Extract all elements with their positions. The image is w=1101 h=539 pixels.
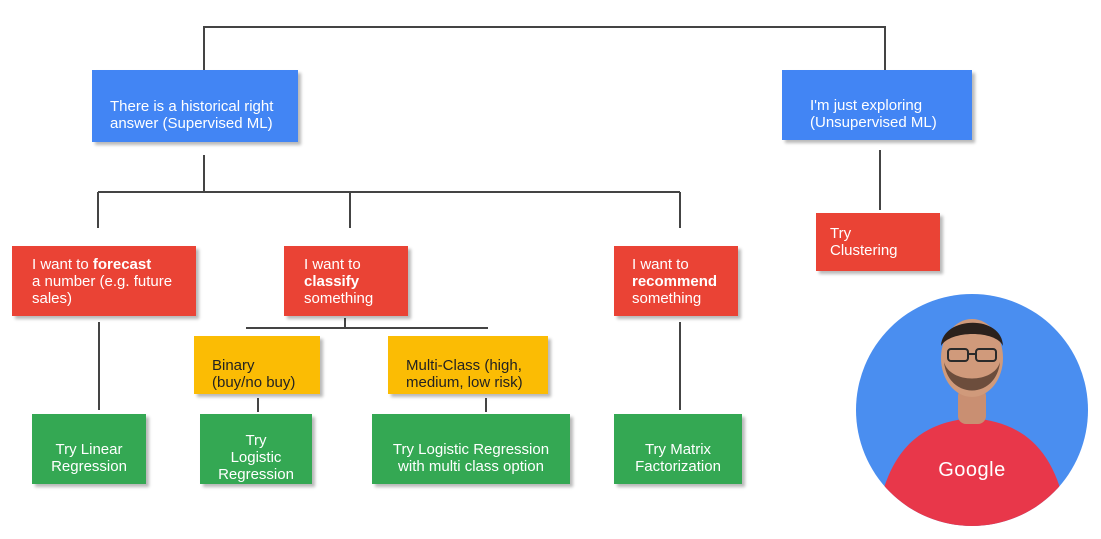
clustering-node: Try Clustering: [816, 213, 940, 271]
presenter-illustration: [856, 294, 1088, 526]
classify-text: I want to classify something: [304, 255, 374, 307]
multiclass-node: Multi-Class (high,medium, low risk): [388, 336, 548, 394]
recommend-text: I want to recommend something: [632, 255, 718, 307]
binary-node: Binary(buy/no buy): [194, 336, 320, 394]
classify-node: I want to classify something: [284, 246, 408, 316]
root-connector: [203, 26, 886, 70]
multiclass-text: Multi-Class (high,medium, low risk): [406, 356, 523, 391]
binary-text: Binary(buy/no buy): [212, 356, 296, 391]
unsupervised-node: I'm just exploring(Unsupervised ML): [782, 70, 972, 140]
unsupervised-text: I'm just exploring(Unsupervised ML): [810, 96, 937, 131]
google-shirt-logo: Google: [938, 459, 1006, 481]
forecast-node: I want to forecast a number (e.g. future…: [12, 246, 196, 316]
forecast-text: I want to forecast a number (e.g. future…: [32, 255, 173, 307]
presenter-video: Google: [856, 294, 1088, 526]
recommend-node: I want to recommend something: [614, 246, 738, 316]
clustering-text: Try Clustering: [830, 225, 898, 259]
